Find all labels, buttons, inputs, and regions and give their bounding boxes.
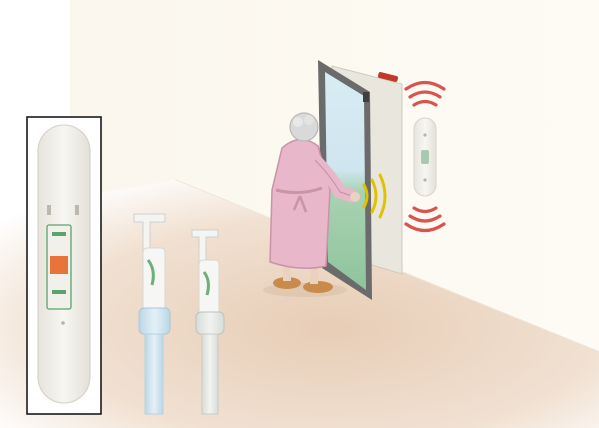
device-closeup-panel (27, 117, 101, 414)
indicator-light-icon (50, 256, 68, 274)
door-handle-top (363, 92, 369, 102)
door-sensor-icon (414, 118, 436, 196)
